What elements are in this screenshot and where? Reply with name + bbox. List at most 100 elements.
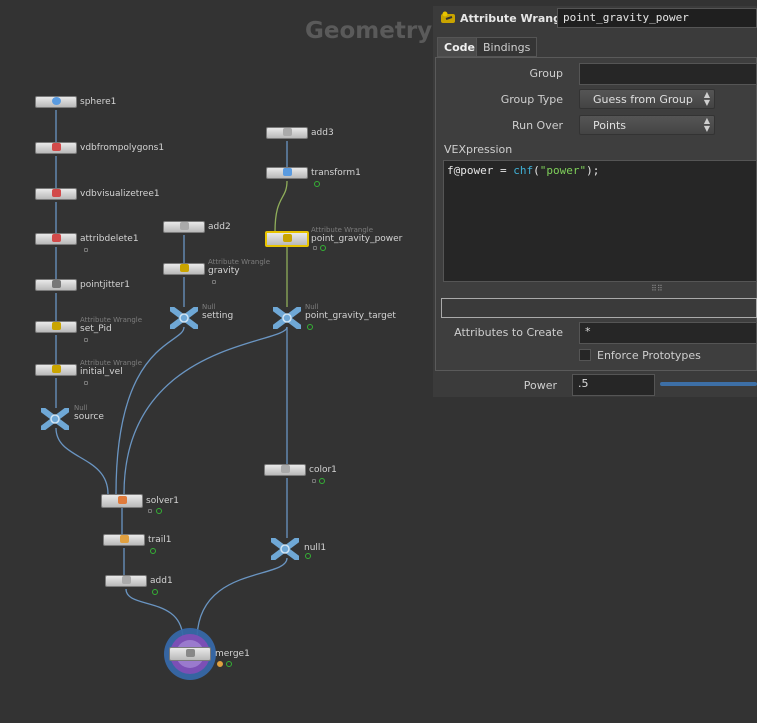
enforce-prototypes-checkbox[interactable]: [579, 349, 591, 361]
run-over-menu[interactable]: Points ▲▼: [579, 115, 715, 135]
node-label: vdbfrompolygons1: [80, 143, 165, 153]
group-label: Group: [529, 67, 564, 80]
resize-grip-icon[interactable]: ⠿⠿: [651, 284, 663, 293]
node-type: Null: [305, 303, 319, 311]
render-flag-icon: [314, 181, 320, 187]
wire-add1-merge: [125, 588, 184, 641]
display-flag-icon: [217, 661, 223, 667]
render-flag-icon: [307, 324, 313, 330]
vdb-icon: [52, 143, 61, 151]
node-type: Attribute Wrangle: [80, 359, 143, 367]
node-label: color1: [309, 465, 337, 475]
node-label: setting: [202, 311, 234, 321]
wire-source-solver: [55, 427, 109, 495]
lock-icon: [313, 246, 317, 250]
null-icon: [41, 408, 69, 430]
render-flag-icon: [150, 548, 156, 554]
run-over-value: Points: [593, 119, 627, 132]
node-name-field[interactable]: point_gravity_power: [557, 8, 757, 28]
node-label: add3: [311, 128, 334, 138]
solver-icon: [118, 496, 127, 504]
render-flag-icon: [152, 589, 158, 595]
jitter-icon: [52, 280, 61, 288]
code-function: chf: [513, 164, 534, 177]
color-icon: [281, 465, 290, 473]
node-label: trail1: [148, 535, 172, 545]
null-icon: [273, 307, 301, 329]
dropdown-arrows-icon: ▲▼: [703, 90, 710, 107]
lock-icon: [84, 338, 88, 342]
vex-code-editor[interactable]: f@power = chf("power");: [443, 160, 757, 282]
node-type-label: Attribute Wrangle: [460, 12, 573, 25]
node-label: vdbvisualizetree1: [80, 189, 160, 199]
node-type: Attribute Wrangle: [311, 226, 374, 234]
node-type: Attribute Wrangle: [208, 258, 271, 266]
lock-icon: [148, 509, 152, 513]
power-label: Power: [523, 379, 557, 392]
add-icon: [122, 576, 131, 584]
wire-null-merge: [196, 557, 288, 641]
add-icon: [283, 128, 292, 136]
lock-icon: [312, 479, 316, 483]
node-label: initial_vel: [80, 367, 123, 377]
node-label: add2: [208, 222, 231, 232]
vexpression-label: VEXpression: [444, 143, 513, 156]
lock-icon: [212, 280, 216, 284]
group-type-value: Guess from Group: [593, 93, 693, 106]
render-flag-icon: [319, 478, 325, 484]
attributes-to-create-field[interactable]: *: [579, 322, 757, 344]
node-type: Null: [74, 404, 88, 412]
merge-icon: [186, 649, 195, 657]
transform-icon: [283, 168, 292, 176]
group-type-label: Group Type: [500, 93, 563, 106]
lock-icon: [84, 381, 88, 385]
delete-icon: [52, 234, 61, 242]
node-type: Null: [202, 303, 216, 311]
node-label: attribdelete1: [80, 234, 139, 244]
context-title: Geometry: [305, 18, 433, 44]
group-type-menu[interactable]: Guess from Group ▲▼: [579, 89, 715, 109]
node-label: null1: [304, 543, 327, 553]
node-label: point_gravity_target: [305, 311, 396, 321]
node-type: Attribute Wrangle: [80, 316, 143, 324]
power-field[interactable]: .5: [572, 374, 655, 396]
wrangle-icon: [52, 365, 61, 373]
wire-target-solver: [123, 326, 288, 495]
node-label: sphere1: [80, 97, 117, 107]
wire-transform-power: [274, 180, 288, 233]
power-slider[interactable]: [660, 382, 757, 386]
wire-setting-solver: [115, 326, 185, 495]
tab-bindings[interactable]: Bindings: [476, 37, 538, 57]
attributes-to-create-label: Attributes to Create: [454, 326, 563, 339]
run-over-label: Run Over: [511, 119, 563, 132]
node-label: point_gravity_power: [311, 234, 403, 244]
add-icon: [180, 222, 189, 230]
node-label: pointjitter1: [80, 280, 130, 290]
null-icon: [271, 538, 299, 560]
code-open-paren: (: [533, 164, 540, 177]
code-close: );: [586, 164, 600, 177]
wrangle-icon: [52, 322, 61, 330]
help-bar: [441, 298, 757, 318]
render-flag-icon: [156, 508, 162, 514]
vdb-icon: [52, 189, 61, 197]
lock-icon: [84, 248, 88, 252]
dropdown-arrows-icon: ▲▼: [703, 116, 710, 133]
node-label: gravity: [208, 266, 240, 276]
node-label: merge1: [215, 649, 250, 659]
sphere-icon: [52, 97, 61, 105]
wrangle-icon: [441, 11, 455, 23]
wrangle-icon: [283, 234, 292, 242]
code-string: "power": [539, 164, 587, 177]
wrangle-icon: [180, 264, 189, 272]
trail-icon: [120, 535, 129, 543]
enforce-prototypes-label: Enforce Prototypes: [597, 349, 701, 362]
render-flag-icon: [320, 245, 326, 251]
null-icon: [170, 307, 198, 329]
node-label: set_Pid: [80, 324, 112, 334]
group-field[interactable]: [579, 63, 757, 85]
code-variable: f@power =: [447, 164, 514, 177]
node-label: transform1: [311, 168, 361, 178]
node-label: source: [74, 412, 104, 422]
